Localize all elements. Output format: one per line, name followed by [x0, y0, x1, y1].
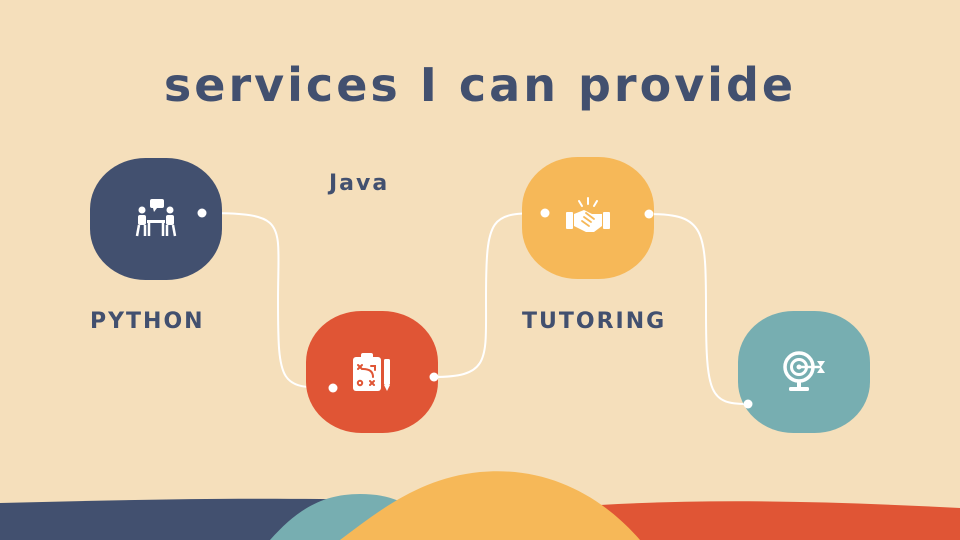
step-1-blob [90, 158, 222, 280]
slide-title: services I can provide [163, 58, 797, 112]
label-python: PYTHON [90, 309, 205, 334]
meeting-icon [135, 199, 177, 237]
step-3-blob [522, 157, 654, 279]
label-tutoring: TUTORING [522, 309, 667, 334]
handshake-icon [566, 197, 610, 232]
label-java: Java [329, 171, 390, 196]
step-4-blob [738, 311, 870, 433]
target-icon [783, 351, 825, 391]
step-2-blob [306, 311, 438, 433]
strategy-board-icon [353, 353, 390, 391]
